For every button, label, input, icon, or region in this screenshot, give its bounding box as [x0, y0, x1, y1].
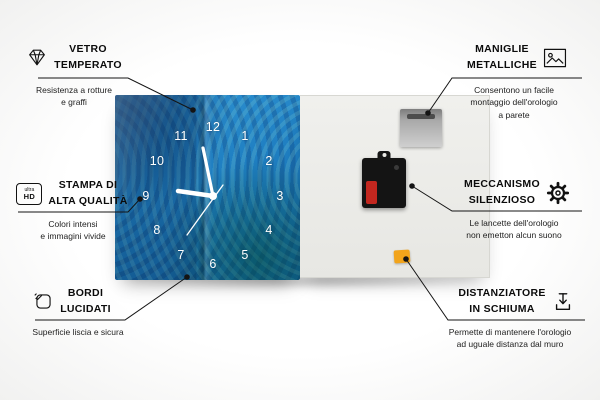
callout-title: DISTANZIATORE IN SCHIUMA	[458, 287, 546, 315]
mechanism-hanging-hole	[382, 153, 386, 157]
diamond-icon	[26, 48, 48, 67]
clock-numeral: 4	[265, 223, 273, 237]
callout-silent-mechanism: MECCANISMO SILENZIOSO	[450, 177, 584, 209]
clock-mechanism	[362, 151, 406, 208]
foam-spacer-icon	[552, 291, 574, 313]
metal-hanger-plate	[400, 109, 442, 147]
callout-print-quality: ultra HD STAMPA DI ALTA QUALITÀ	[10, 178, 134, 210]
uhd-label-bottom: HD	[23, 191, 36, 201]
clock-numeral: 8	[153, 223, 161, 237]
hanger-slot	[407, 114, 435, 119]
picture-frame-icon	[543, 48, 567, 68]
clock-numeral: 9	[142, 189, 150, 203]
clock-numeral: 7	[177, 248, 185, 262]
callout-title: MECCANISMO SILENZIOSO	[464, 178, 540, 206]
clock-numeral: 1	[241, 129, 249, 143]
mechanism-hook	[377, 151, 391, 160]
callout-desc: Resistenza a rotture e graffi	[35, 85, 113, 108]
callout-desc: Le lancette dell'orologio non emetton al…	[466, 218, 562, 241]
ultra-hd-icon: ultra HD	[16, 182, 43, 205]
foam-spacer	[393, 249, 411, 264]
callout-title: STAMPA DI ALTA QUALITÀ	[48, 179, 128, 207]
clock-numeral: 5	[241, 248, 249, 262]
clock-hands	[175, 146, 224, 236]
battery	[366, 181, 377, 204]
clock-numeral: 6	[209, 257, 217, 271]
callout-title: BORDI LUCIDATI	[60, 287, 111, 315]
callout-title: MANIGLIE METALLICHE	[467, 43, 537, 71]
callout-tempered-glass: VETRO TEMPERATO	[16, 42, 132, 74]
clock-numeral: 12	[205, 120, 221, 134]
callout-polished-edges: BORDI LUCIDATI	[16, 286, 128, 318]
clock-numeral: 2	[265, 154, 273, 168]
callout-desc: Permette di mantenere l'orologio ad ugua…	[448, 327, 572, 350]
clock-numeral: 10	[149, 154, 165, 168]
mechanism-shaft	[394, 165, 399, 170]
uhd-label-top: ultra	[24, 186, 35, 193]
clock-numeral: 3	[276, 189, 284, 203]
gear-icon	[546, 181, 570, 205]
callout-foam-spacer: DISTANZIATORE IN SCHIUMA	[446, 286, 586, 318]
callout-title: VETRO TEMPERATO	[54, 43, 122, 71]
clock-numeral: 11	[174, 129, 188, 143]
callout-metal-handles: MANIGLIE METALLICHE	[450, 42, 584, 74]
callout-desc: Superficie liscia e sicura	[32, 327, 124, 337]
callout-desc: Colori intensi e immagini vivide	[40, 219, 106, 242]
polished-edge-icon	[33, 291, 54, 312]
glass-fold-highlight	[196, 95, 213, 280]
callout-desc: Consentono un facile montaggio dell'orol…	[470, 85, 558, 120]
clock-front-panel: 12 1 2 3 4 5 6 7 8 9 10 11	[115, 95, 300, 280]
